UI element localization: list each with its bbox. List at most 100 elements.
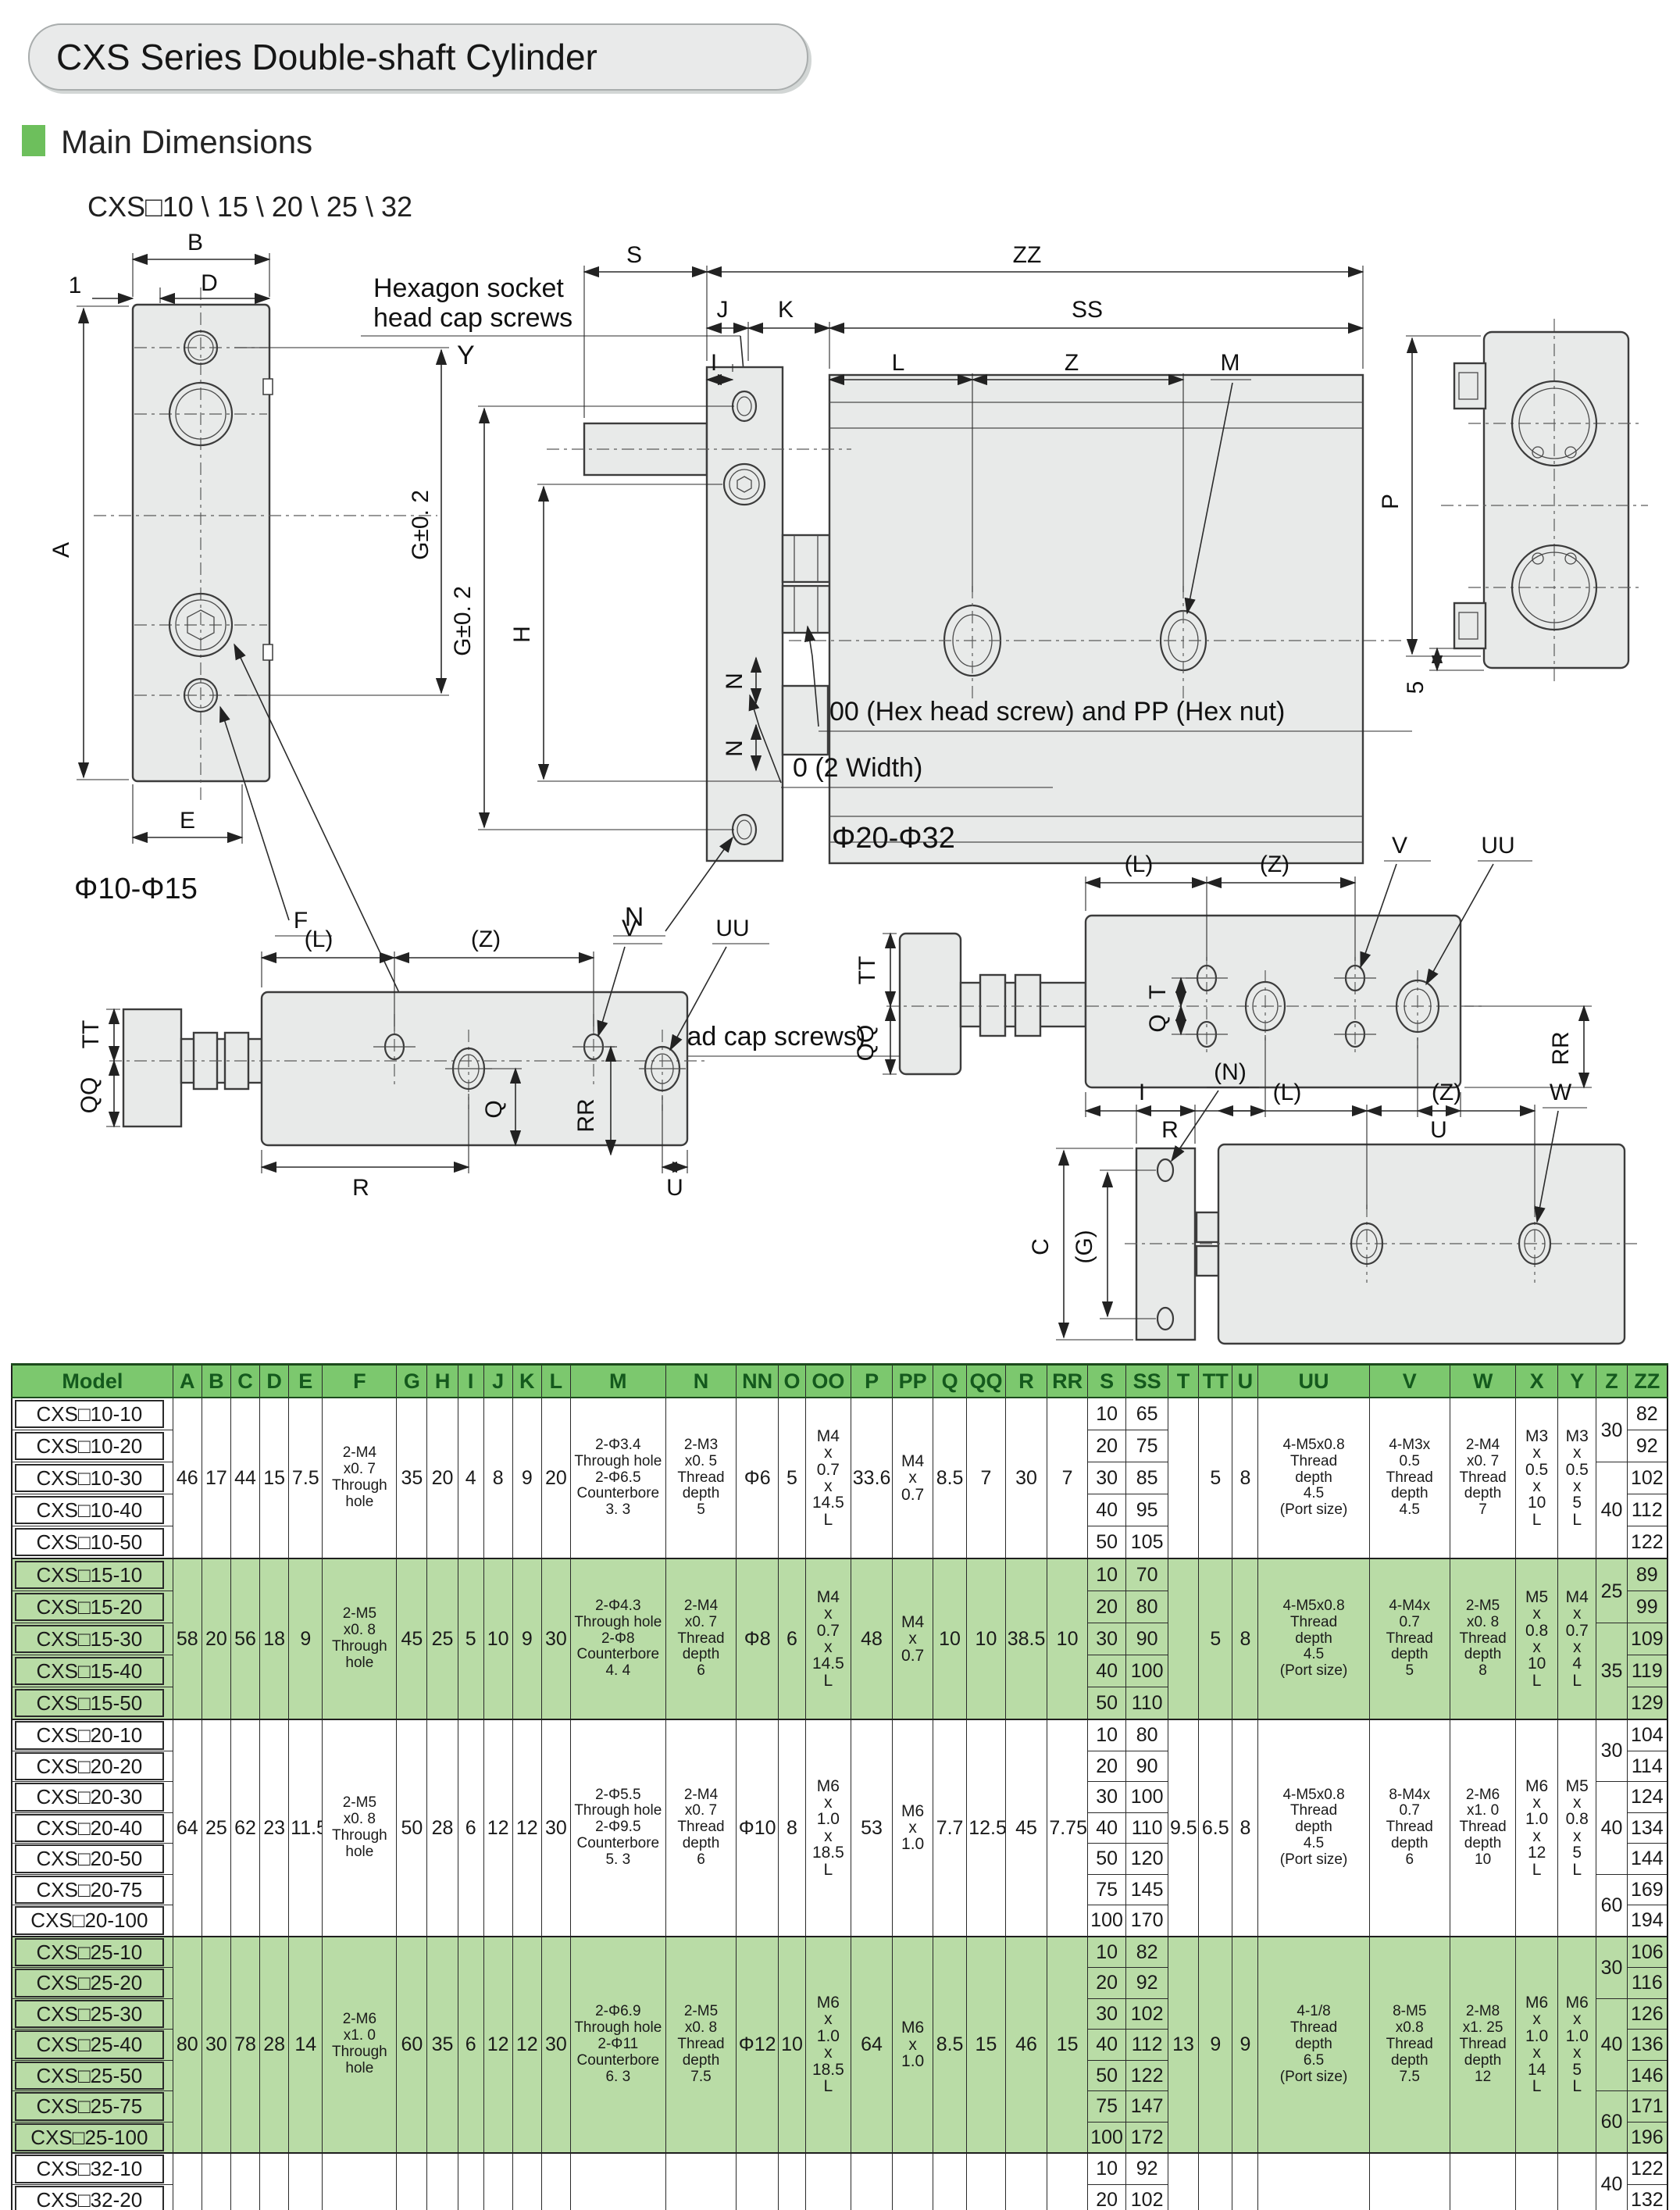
- stroke-cell: 20: [1086, 2183, 1127, 2210]
- z-cell: 30: [1596, 1397, 1628, 1462]
- table-cell: M4 x 0.7 x 14.5 L: [805, 1558, 851, 1720]
- table-cell: 19: [966, 2152, 1006, 2210]
- table-cell: 15: [259, 1397, 290, 1559]
- table-cell: 4-M4x 0.7 Thread depth 5: [1368, 1558, 1450, 1720]
- stroke-cell: 30: [1086, 1623, 1127, 1655]
- stroke-cell: 20: [1086, 1591, 1127, 1623]
- table-cell: M6 x 1.0 x 14 L: [1515, 1935, 1558, 2154]
- table-cell: 8-M4x 0.7 Thread depth 6: [1368, 1719, 1450, 1937]
- model-label: CXS□25-20: [15, 1969, 164, 1998]
- model-label: CXS□20-50: [15, 1844, 164, 1873]
- ss-cell: 120: [1125, 1843, 1168, 1875]
- technical-drawings: B D 1 A G±0. 2 E F X (Hexagon socket hea…: [48, 230, 1648, 1345]
- o-width-note: 0 (2 Width): [793, 753, 922, 783]
- column-header: OO: [805, 1363, 851, 1398]
- table-cell: 4-M5x0.8 Thread depth 4.5 (Port size): [1257, 1558, 1370, 1720]
- model-cell: CXS□20-100: [11, 1905, 173, 1937]
- table-cell: M8 x 1.25 x 23 L: [805, 2152, 851, 2210]
- model-label: CXS□32-20: [15, 2185, 164, 2210]
- column-header: R: [1004, 1363, 1048, 1398]
- column-header: G: [396, 1363, 428, 1398]
- page-title: CXS Series Double-shaft Cylinder: [56, 37, 597, 77]
- bottom-view-large: Φ20-Φ32 (L) (Z) V UU: [832, 822, 1592, 1143]
- model-label: CXS□25-40: [15, 2030, 164, 2059]
- table-cell: 20: [426, 1397, 458, 1559]
- dim-label-B: B: [187, 230, 203, 255]
- table-cell: 5: [1198, 1558, 1233, 1720]
- table-cell: 2-M3 x0. 5 Thread depth 5: [665, 1397, 737, 1559]
- model-label: CXS□15-10: [15, 1560, 164, 1590]
- table-cell: 8: [1232, 1397, 1259, 1559]
- column-header: O: [777, 1363, 807, 1398]
- dim-label-Np: (N): [1214, 1059, 1247, 1085]
- dim-label-F: F: [294, 908, 308, 934]
- table-cell: 38: [201, 2152, 231, 2210]
- table-cell: 25: [426, 1558, 458, 1720]
- table-cell: 30: [540, 2152, 571, 2210]
- model-cell: CXS□15-20: [11, 1591, 173, 1623]
- table-cell: 2-M8 x1. 25 Thread depth 12: [1449, 1935, 1517, 2154]
- model-cell: CXS□25-40: [11, 2029, 173, 2061]
- ss-cell: 105: [1125, 1526, 1168, 1559]
- table-cell: 2-M6 x1. 0 Through hole: [322, 2152, 398, 2210]
- column-header: F: [322, 1363, 398, 1398]
- model-label: CXS□15-40: [15, 1656, 164, 1686]
- model-label: CXS□15-50: [15, 1688, 164, 1718]
- model-label: CXS□20-10: [15, 1721, 164, 1750]
- stroke-cell: 75: [1086, 2090, 1127, 2123]
- ss-cell: 122: [1125, 2059, 1168, 2091]
- table-cell: 8: [457, 2152, 484, 2210]
- table-cell: 20: [540, 1397, 571, 1559]
- table-cell: 6: [457, 1935, 484, 2154]
- table-cell: 46: [1004, 1935, 1048, 2154]
- table-cell: Φ10: [736, 1719, 779, 1937]
- table-cell: 56: [230, 1558, 261, 1720]
- table-cell: 9: [288, 1558, 323, 1720]
- table-cell: 8.5: [932, 1397, 968, 1559]
- table-cell: 36: [259, 2152, 290, 2210]
- table-cell: M4 x 0.7 x 14.5 L: [805, 1397, 851, 1559]
- table-cell: 44: [426, 2152, 458, 2210]
- table-cell: 5: [777, 1397, 807, 1559]
- table-cell: 2-M8 x1. 25 Thread depth 12: [1449, 2152, 1517, 2210]
- z-cell: 30: [1596, 1935, 1628, 1999]
- table-cell: [1167, 1558, 1200, 1720]
- dim-label-G2: G±0. 2: [450, 586, 476, 656]
- column-header: H: [426, 1363, 458, 1398]
- ss-cell: 95: [1125, 1494, 1168, 1526]
- dim-label-R2: R: [1161, 1117, 1179, 1143]
- stroke-cell: 75: [1086, 1873, 1127, 1905]
- table-cell: 10: [966, 1558, 1006, 1720]
- table-cell: 76: [850, 2152, 894, 2210]
- model-label: CXS□15-20: [15, 1592, 164, 1622]
- model-cell: CXS□15-30: [11, 1623, 173, 1655]
- table-cell: 35: [426, 1935, 458, 2154]
- table-cell: 35: [396, 1397, 428, 1559]
- table-cell: 2-M5 x0. 8 Thread depth 8: [1449, 1558, 1517, 1720]
- stroke-cell: 50: [1086, 1687, 1127, 1720]
- table-cell: 9.5: [1167, 1719, 1200, 1937]
- ss-cell: 92: [1125, 1967, 1168, 1999]
- table-cell: M8 x 1.25 x 16 L: [1515, 2152, 1558, 2210]
- stroke-cell: 10: [1086, 2152, 1127, 2185]
- table-cell: 7.7: [932, 1719, 968, 1937]
- dim-label-G: G±0. 2: [408, 490, 433, 560]
- table-cell: 78: [230, 1935, 261, 2154]
- model-label: CXS□20-75: [15, 1875, 164, 1904]
- side-view: P 5: [1378, 319, 1648, 694]
- model-cell: CXS□25-50: [11, 2059, 173, 2091]
- table-cell: 7.5: [288, 1397, 323, 1559]
- dim-label-V: V: [622, 916, 637, 941]
- table-cell: 2-M5 x0. 8 Thread depth 7.5: [665, 1935, 737, 2154]
- table-cell: 7.75: [1047, 1719, 1088, 1937]
- column-header: Model: [11, 1363, 173, 1398]
- table-cell: 75: [396, 2152, 428, 2210]
- table-cell: 2-Φ3.4 Through hole 2-Φ6.5 Counterbore 3…: [569, 1397, 666, 1559]
- dim-label-M: M: [1221, 350, 1240, 376]
